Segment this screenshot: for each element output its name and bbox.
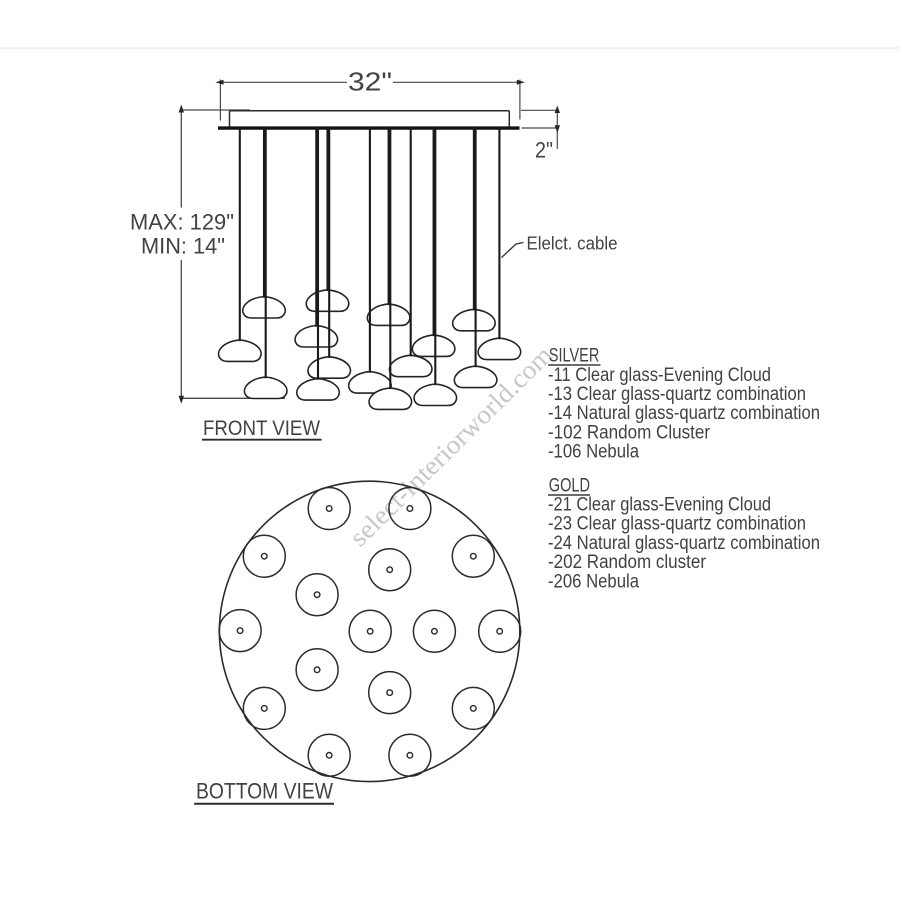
svg-text:-206 Nebula: -206 Nebula <box>548 571 639 592</box>
svg-text:-23 Clear glass-quartz combina: -23 Clear glass-quartz combination <box>548 514 806 535</box>
svg-text:MIN: 14": MIN: 14" <box>141 234 225 259</box>
svg-text:-24 Natural glass-quartz combi: -24 Natural glass-quartz combination <box>548 533 820 554</box>
svg-text:32": 32" <box>348 67 392 97</box>
svg-text:-21 Clear glass-Evening Cloud: -21 Clear glass-Evening Cloud <box>548 495 771 516</box>
svg-text:MAX: 129": MAX: 129" <box>130 210 234 235</box>
svg-text:GOLD: GOLD <box>549 476 590 497</box>
svg-text:SILVER: SILVER <box>549 346 600 367</box>
svg-text:BOTTOM VIEW: BOTTOM VIEW <box>196 779 333 804</box>
svg-text:-14 Natural glass-quartz combi: -14 Natural glass-quartz combination <box>548 403 820 424</box>
svg-text:-13 Clear glass-quartz combina: -13 Clear glass-quartz combination <box>548 384 806 405</box>
svg-text:Elelct. cable: Elelct. cable <box>527 233 618 254</box>
svg-text:-106 Nebula: -106 Nebula <box>548 442 639 463</box>
svg-text:FRONT VIEW: FRONT VIEW <box>203 417 320 440</box>
svg-text:2": 2" <box>535 138 553 163</box>
svg-text:-102 Random Cluster: -102 Random Cluster <box>548 422 711 443</box>
svg-text:-202 Random cluster: -202 Random cluster <box>548 552 707 573</box>
svg-text:-11 Clear glass-Evening Cloud: -11 Clear glass-Evening Cloud <box>548 365 771 386</box>
